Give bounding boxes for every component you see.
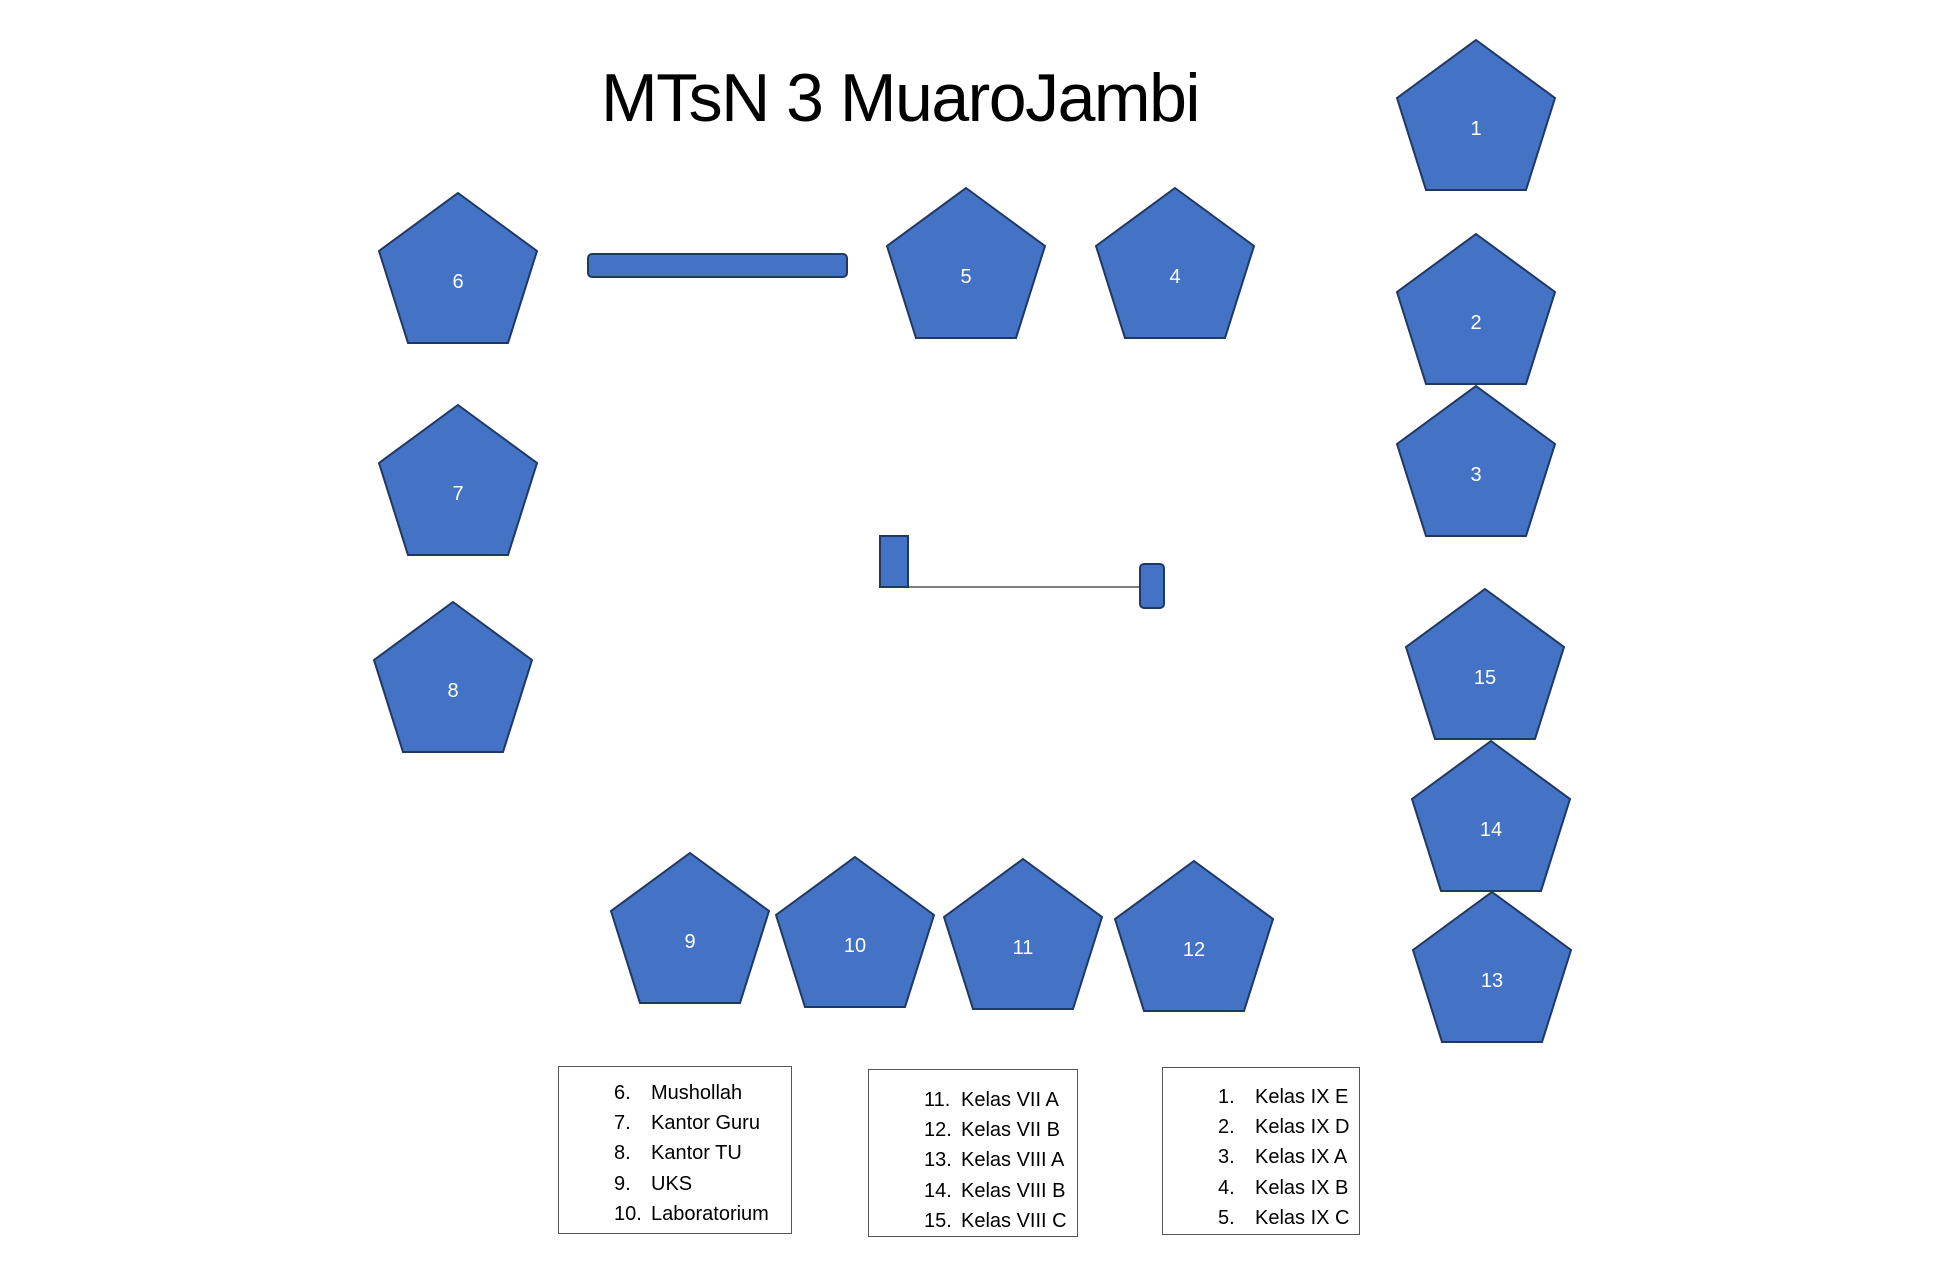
legend-item-text: Kelas IX B	[1255, 1176, 1349, 1199]
building-3: 3	[1395, 384, 1557, 537]
legend-item: 14. Kelas VIII B	[869, 1176, 1077, 1206]
horizontal-bar-structure	[587, 253, 848, 278]
pentagon-shape	[885, 186, 1047, 339]
legend-item-text: Kelas IX E	[1255, 1086, 1349, 1108]
legend-item: 10. Laboratorium	[559, 1199, 791, 1229]
legend-item-text: Kantor Guru	[651, 1112, 760, 1135]
legend-item: 4. Kelas IX B	[1163, 1173, 1359, 1203]
legend-item-number: 9.	[614, 1172, 631, 1195]
legend-item-number: 1.	[1218, 1086, 1235, 1108]
building-label: 12	[1183, 939, 1205, 961]
pentagon-shape	[609, 851, 771, 1004]
pentagon-shape	[377, 191, 539, 344]
legend-item: 6. Mushollah	[559, 1078, 791, 1108]
building-10: 10	[774, 855, 936, 1008]
building-2: 2	[1395, 232, 1557, 385]
legend-item-text: Kelas IX C	[1255, 1206, 1350, 1229]
building-11: 11	[942, 857, 1104, 1010]
building-label: 2	[1470, 312, 1481, 334]
pentagon-shape	[774, 855, 936, 1008]
building-12: 12	[1113, 859, 1275, 1012]
pentagon-shape	[1094, 186, 1256, 339]
legend-item-number: 4.	[1218, 1176, 1235, 1199]
legend-item: 3. Kelas IX A	[1163, 1142, 1359, 1172]
legend-item-number: 2.	[1218, 1116, 1235, 1139]
building-label: 10	[844, 935, 866, 957]
legend-item-number: 6.	[614, 1082, 631, 1104]
pentagon-shape	[942, 857, 1104, 1010]
building-5: 5	[885, 186, 1047, 339]
building-1: 1	[1395, 38, 1557, 191]
building-13: 13	[1411, 890, 1573, 1043]
pentagon-shape	[377, 403, 539, 556]
legend-box-classes-ix: 1. Kelas IX E 2. Kelas IX D 3. Kelas IX A 4…	[1162, 1067, 1360, 1235]
map-title: MTsN 3 MuaroJambi	[601, 60, 1201, 136]
building-14: 14	[1410, 739, 1572, 892]
legend-item-number: 8.	[614, 1142, 631, 1165]
legend-item-text: Kelas VIII A	[961, 1149, 1065, 1172]
building-label: 7	[452, 483, 463, 505]
legend-box-classes-vii-viii: 11. Kelas VII A 12. Kelas VII B 13. Kelas V…	[868, 1069, 1078, 1237]
legend-item-number: 14.	[924, 1179, 952, 1202]
legend-item-text: Kelas VII A	[961, 1089, 1059, 1111]
legend-item: 8. Kantor TU	[559, 1138, 791, 1168]
legend-item-number: 15.	[924, 1209, 952, 1232]
building-label: 15	[1474, 667, 1496, 689]
building-label: 14	[1480, 819, 1502, 841]
legend-item-number: 7.	[614, 1112, 631, 1135]
legend-item-text: Kelas VIII B	[961, 1179, 1066, 1202]
legend-item: 5. Kelas IX C	[1163, 1203, 1359, 1233]
building-label: 1	[1470, 118, 1481, 140]
legend-item-text: Kelas IX A	[1255, 1146, 1348, 1169]
building-label: 3	[1470, 464, 1481, 486]
legend-box-facilities: 6. Mushollah 7. Kantor Guru 8. Kantor TU 9.…	[558, 1066, 792, 1234]
legend-item: 7. Kantor Guru	[559, 1108, 791, 1138]
pentagon-shape	[1395, 38, 1557, 191]
building-9: 9	[609, 851, 771, 1004]
pentagon-shape	[1410, 739, 1572, 892]
building-label: 9	[684, 931, 695, 953]
legend-item-number: 11.	[924, 1089, 951, 1111]
legend-item-number: 5.	[1218, 1206, 1235, 1229]
legend-item: 15. Kelas VIII C	[869, 1206, 1077, 1236]
legend-item-text: Kelas IX D	[1255, 1116, 1350, 1139]
building-7: 7	[377, 403, 539, 556]
legend-item: 1. Kelas IX E	[1163, 1082, 1359, 1112]
building-label: 8	[447, 680, 458, 702]
legend-item: 12. Kelas VII B	[869, 1115, 1077, 1145]
legend-item: 13. Kelas VIII A	[869, 1145, 1077, 1175]
legend-item-text: Kelas VIII C	[961, 1209, 1067, 1232]
pentagon-shape	[372, 600, 534, 753]
small-rect-structure-left	[879, 535, 909, 588]
building-label: 4	[1169, 266, 1180, 288]
legend-item-text: Laboratorium	[651, 1202, 769, 1225]
pentagon-shape	[1113, 859, 1275, 1012]
pentagon-shape	[1411, 890, 1573, 1043]
legend-item-text: Kantor TU	[651, 1142, 742, 1165]
building-label: 13	[1481, 970, 1503, 992]
building-6: 6	[377, 191, 539, 344]
legend-item-number: 12.	[924, 1119, 952, 1142]
legend-item-text: Mushollah	[651, 1082, 743, 1104]
pentagon-shape	[1395, 232, 1557, 385]
building-label: 5	[960, 266, 971, 288]
building-label: 11	[1013, 937, 1034, 959]
legend-item: 11. Kelas VII A	[869, 1085, 1077, 1115]
building-4: 4	[1094, 186, 1256, 339]
building-8: 8	[372, 600, 534, 753]
legend-item-text: UKS	[651, 1172, 693, 1195]
legend-item-number: 13.	[924, 1149, 952, 1172]
pentagon-shape	[1404, 587, 1566, 740]
legend-item-text: Kelas VII B	[961, 1119, 1060, 1142]
legend-item: 2. Kelas IX D	[1163, 1112, 1359, 1142]
pentagon-shape	[1395, 384, 1557, 537]
legend-item-number: 3.	[1218, 1146, 1235, 1169]
legend-item: 9. UKS	[559, 1169, 791, 1199]
small-rect-structure-right	[1139, 563, 1165, 609]
legend-item-number: 10.	[614, 1202, 642, 1225]
building-label: 6	[452, 271, 463, 293]
building-15: 15	[1404, 587, 1566, 740]
